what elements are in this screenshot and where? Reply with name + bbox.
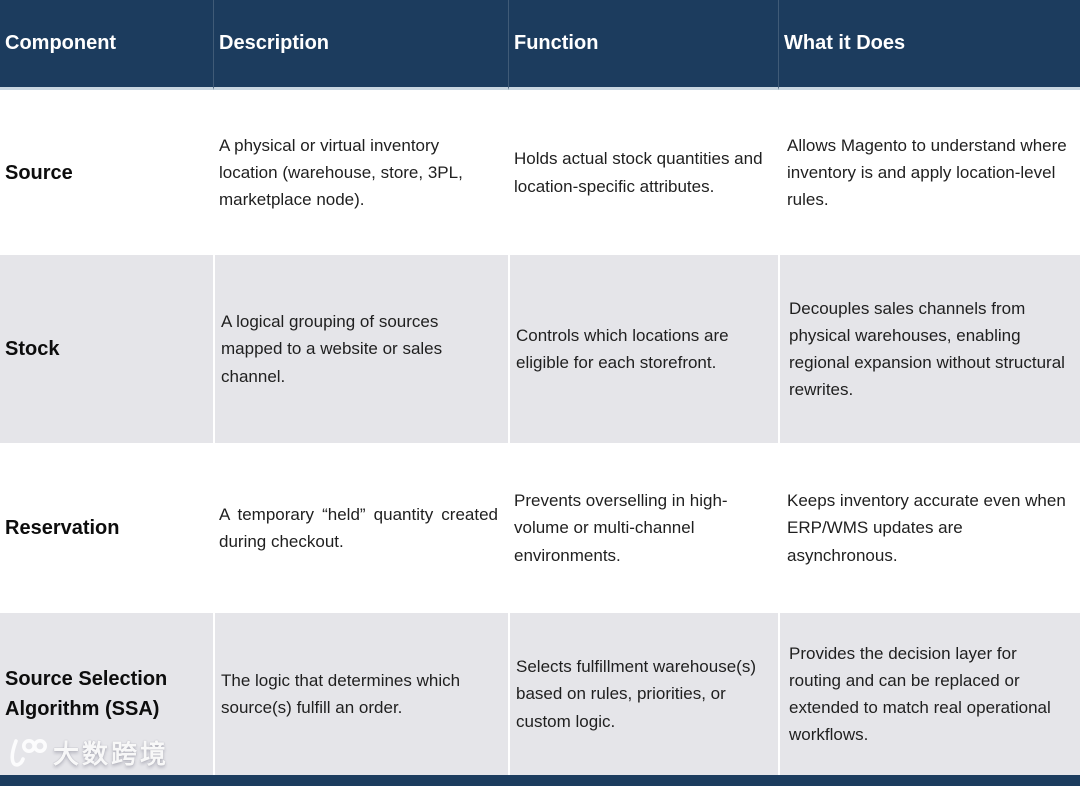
cell-text: Prevents overselling in high-volume or m… (514, 491, 728, 565)
component-name: Source Selection Algorithm (SSA) (5, 668, 168, 720)
component-name: Source (5, 161, 73, 184)
header-cell-function: Function (508, 0, 778, 90)
header-label: Component (5, 32, 117, 54)
cell-component-ssa: Source Selection Algorithm (SSA) (0, 613, 213, 775)
cell-function-source: Holds actual stock quantities and locati… (508, 90, 778, 255)
cell-component-source: Source (0, 90, 213, 255)
cell-text: Controls which locations are eligible fo… (516, 325, 729, 372)
cell-text: Allows Magento to understand where inven… (787, 135, 1067, 210)
cell-component-reservation: Reservation (0, 443, 213, 613)
cell-what-it-does-reservation: Keeps inventory accurate even when ERP/W… (778, 443, 1080, 613)
cell-function-ssa: Selects fulfillment warehouse(s) based o… (508, 613, 778, 775)
header-cell-what-it-does: What it Does (778, 0, 1080, 90)
cell-text: Keeps inventory accurate even when ERP/W… (787, 491, 1066, 565)
cell-what-it-does-ssa: Provides the decision layer for routing … (778, 613, 1080, 775)
cell-text: Selects fulfillment warehouse(s) based o… (516, 657, 756, 731)
cell-what-it-does-source: Allows Magento to understand where inven… (778, 90, 1080, 255)
cell-text: Decouples sales channels from physical w… (789, 298, 1065, 400)
header-label: Description (219, 32, 330, 54)
component-name: Stock (5, 338, 60, 360)
header-label: What it Does (784, 32, 906, 54)
cell-function-reservation: Prevents overselling in high-volume or m… (508, 443, 778, 613)
header-cell-component: Component (0, 0, 213, 90)
cell-description-source: A physical or virtual inventory location… (213, 90, 508, 255)
cell-text: Holds actual stock quantities and locati… (514, 149, 763, 196)
cell-description-stock: A logical grouping of sources mapped to … (213, 255, 508, 443)
cell-function-stock: Controls which locations are eligible fo… (508, 255, 778, 443)
header-cell-description: Description (213, 0, 508, 90)
cell-text: Provides the decision layer for routing … (789, 643, 1051, 745)
cell-text: A logical grouping of sources mapped to … (221, 312, 443, 386)
component-name: Reservation (5, 517, 120, 539)
cell-text: A physical or virtual inventory location… (219, 135, 463, 210)
cell-what-it-does-stock: Decouples sales channels from physical w… (778, 255, 1080, 443)
cell-text: A temporary “held” quantity created duri… (219, 504, 498, 551)
cell-component-stock: Stock (0, 255, 213, 443)
cell-description-ssa: The logic that determines which source(s… (213, 613, 508, 775)
bottom-bar (0, 775, 1080, 786)
cell-text: The logic that determines which source(s… (221, 670, 461, 717)
cell-description-reservation: A temporary “held” quantity created duri… (213, 443, 508, 613)
header-label: Function (514, 32, 599, 54)
